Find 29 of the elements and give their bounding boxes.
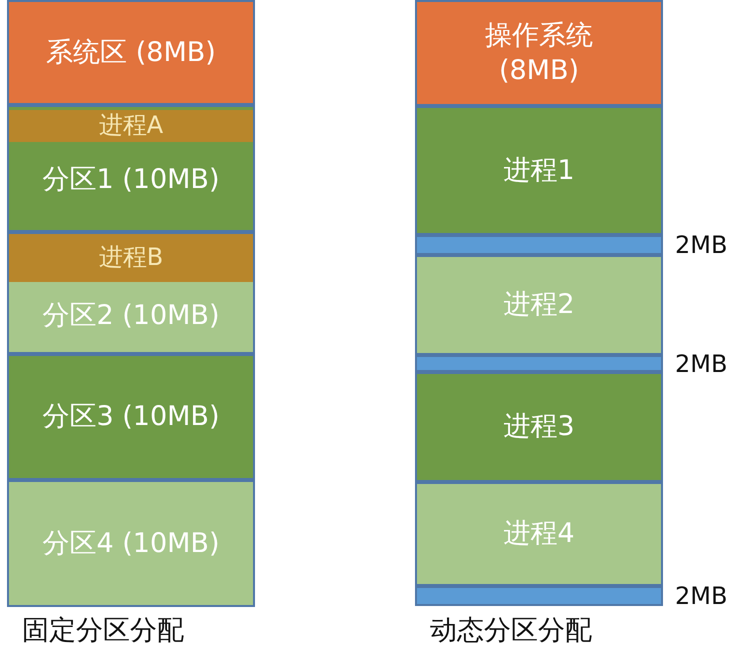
partition-block	[7, 105, 255, 232]
block-label: 进程1	[503, 154, 575, 188]
size-label: 2MB	[675, 231, 728, 259]
partition-block	[7, 354, 255, 480]
block-label: 进程B	[98, 242, 164, 274]
memory-block	[7, 0, 255, 105]
block-label: 进程A	[98, 110, 164, 142]
memory-block	[415, 0, 663, 106]
block-label: 分区4 (10MB)	[42, 526, 220, 561]
block-label: 操作系统 (8MB)	[484, 18, 594, 88]
block-label: 分区1 (10MB)	[42, 162, 220, 197]
caption: 固定分区分配	[22, 614, 184, 648]
process-band	[9, 110, 253, 142]
process-band	[9, 234, 253, 282]
block-label: 进程3	[503, 410, 575, 444]
partition-block	[415, 372, 663, 482]
block-label: 进程4	[503, 517, 575, 552]
block-label: 分区3 (10MB)	[42, 400, 220, 434]
partition-block	[7, 232, 255, 354]
partition-block	[415, 255, 663, 355]
caption: 动态分区分配	[430, 614, 592, 648]
size-label: 2MB	[675, 582, 728, 610]
partition-block	[415, 106, 663, 235]
block-label: 分区2 (10MB)	[42, 299, 220, 334]
partition-block	[7, 480, 255, 607]
block-label: 进程2	[503, 288, 575, 322]
partition-block	[415, 482, 663, 586]
size-label: 2MB	[675, 350, 728, 378]
block-label: 系统区 (8MB)	[46, 36, 216, 70]
